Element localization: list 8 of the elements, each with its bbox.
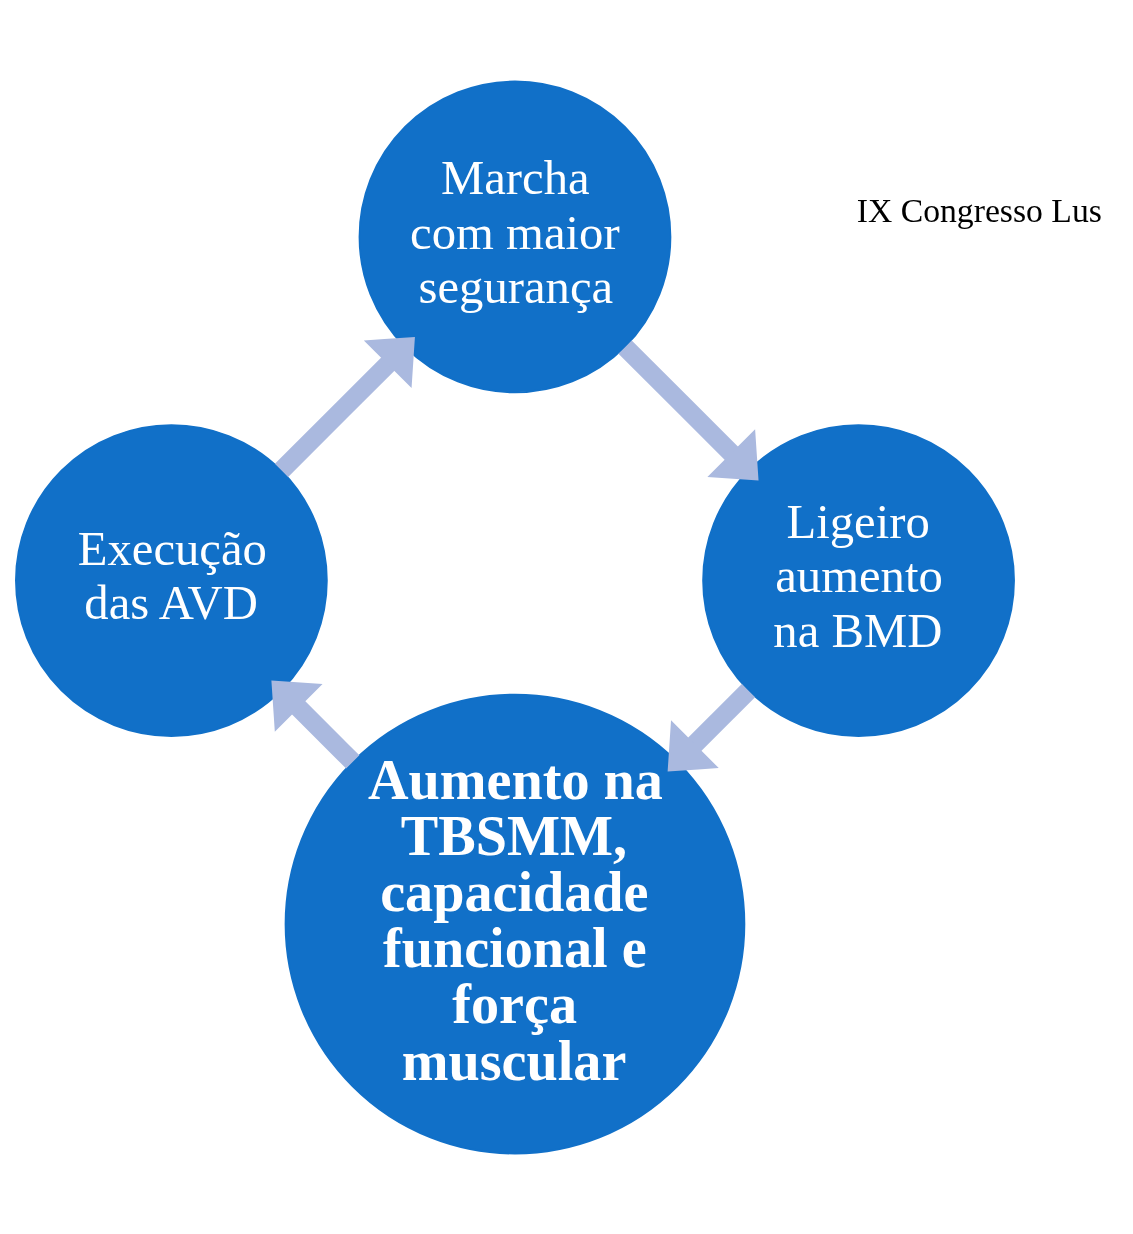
node-circle: Execução das AVD: [15, 423, 328, 737]
node-circle: Ligeiro aumento na BMD: [702, 423, 1015, 737]
label: IX Congresso Lus: [856, 191, 1102, 229]
arrow: [618, 339, 759, 480]
arrow: [667, 683, 756, 771]
node-circle: Marcha com maior segurança: [358, 80, 672, 393]
arrow: [274, 336, 415, 477]
arrow: [271, 680, 360, 768]
